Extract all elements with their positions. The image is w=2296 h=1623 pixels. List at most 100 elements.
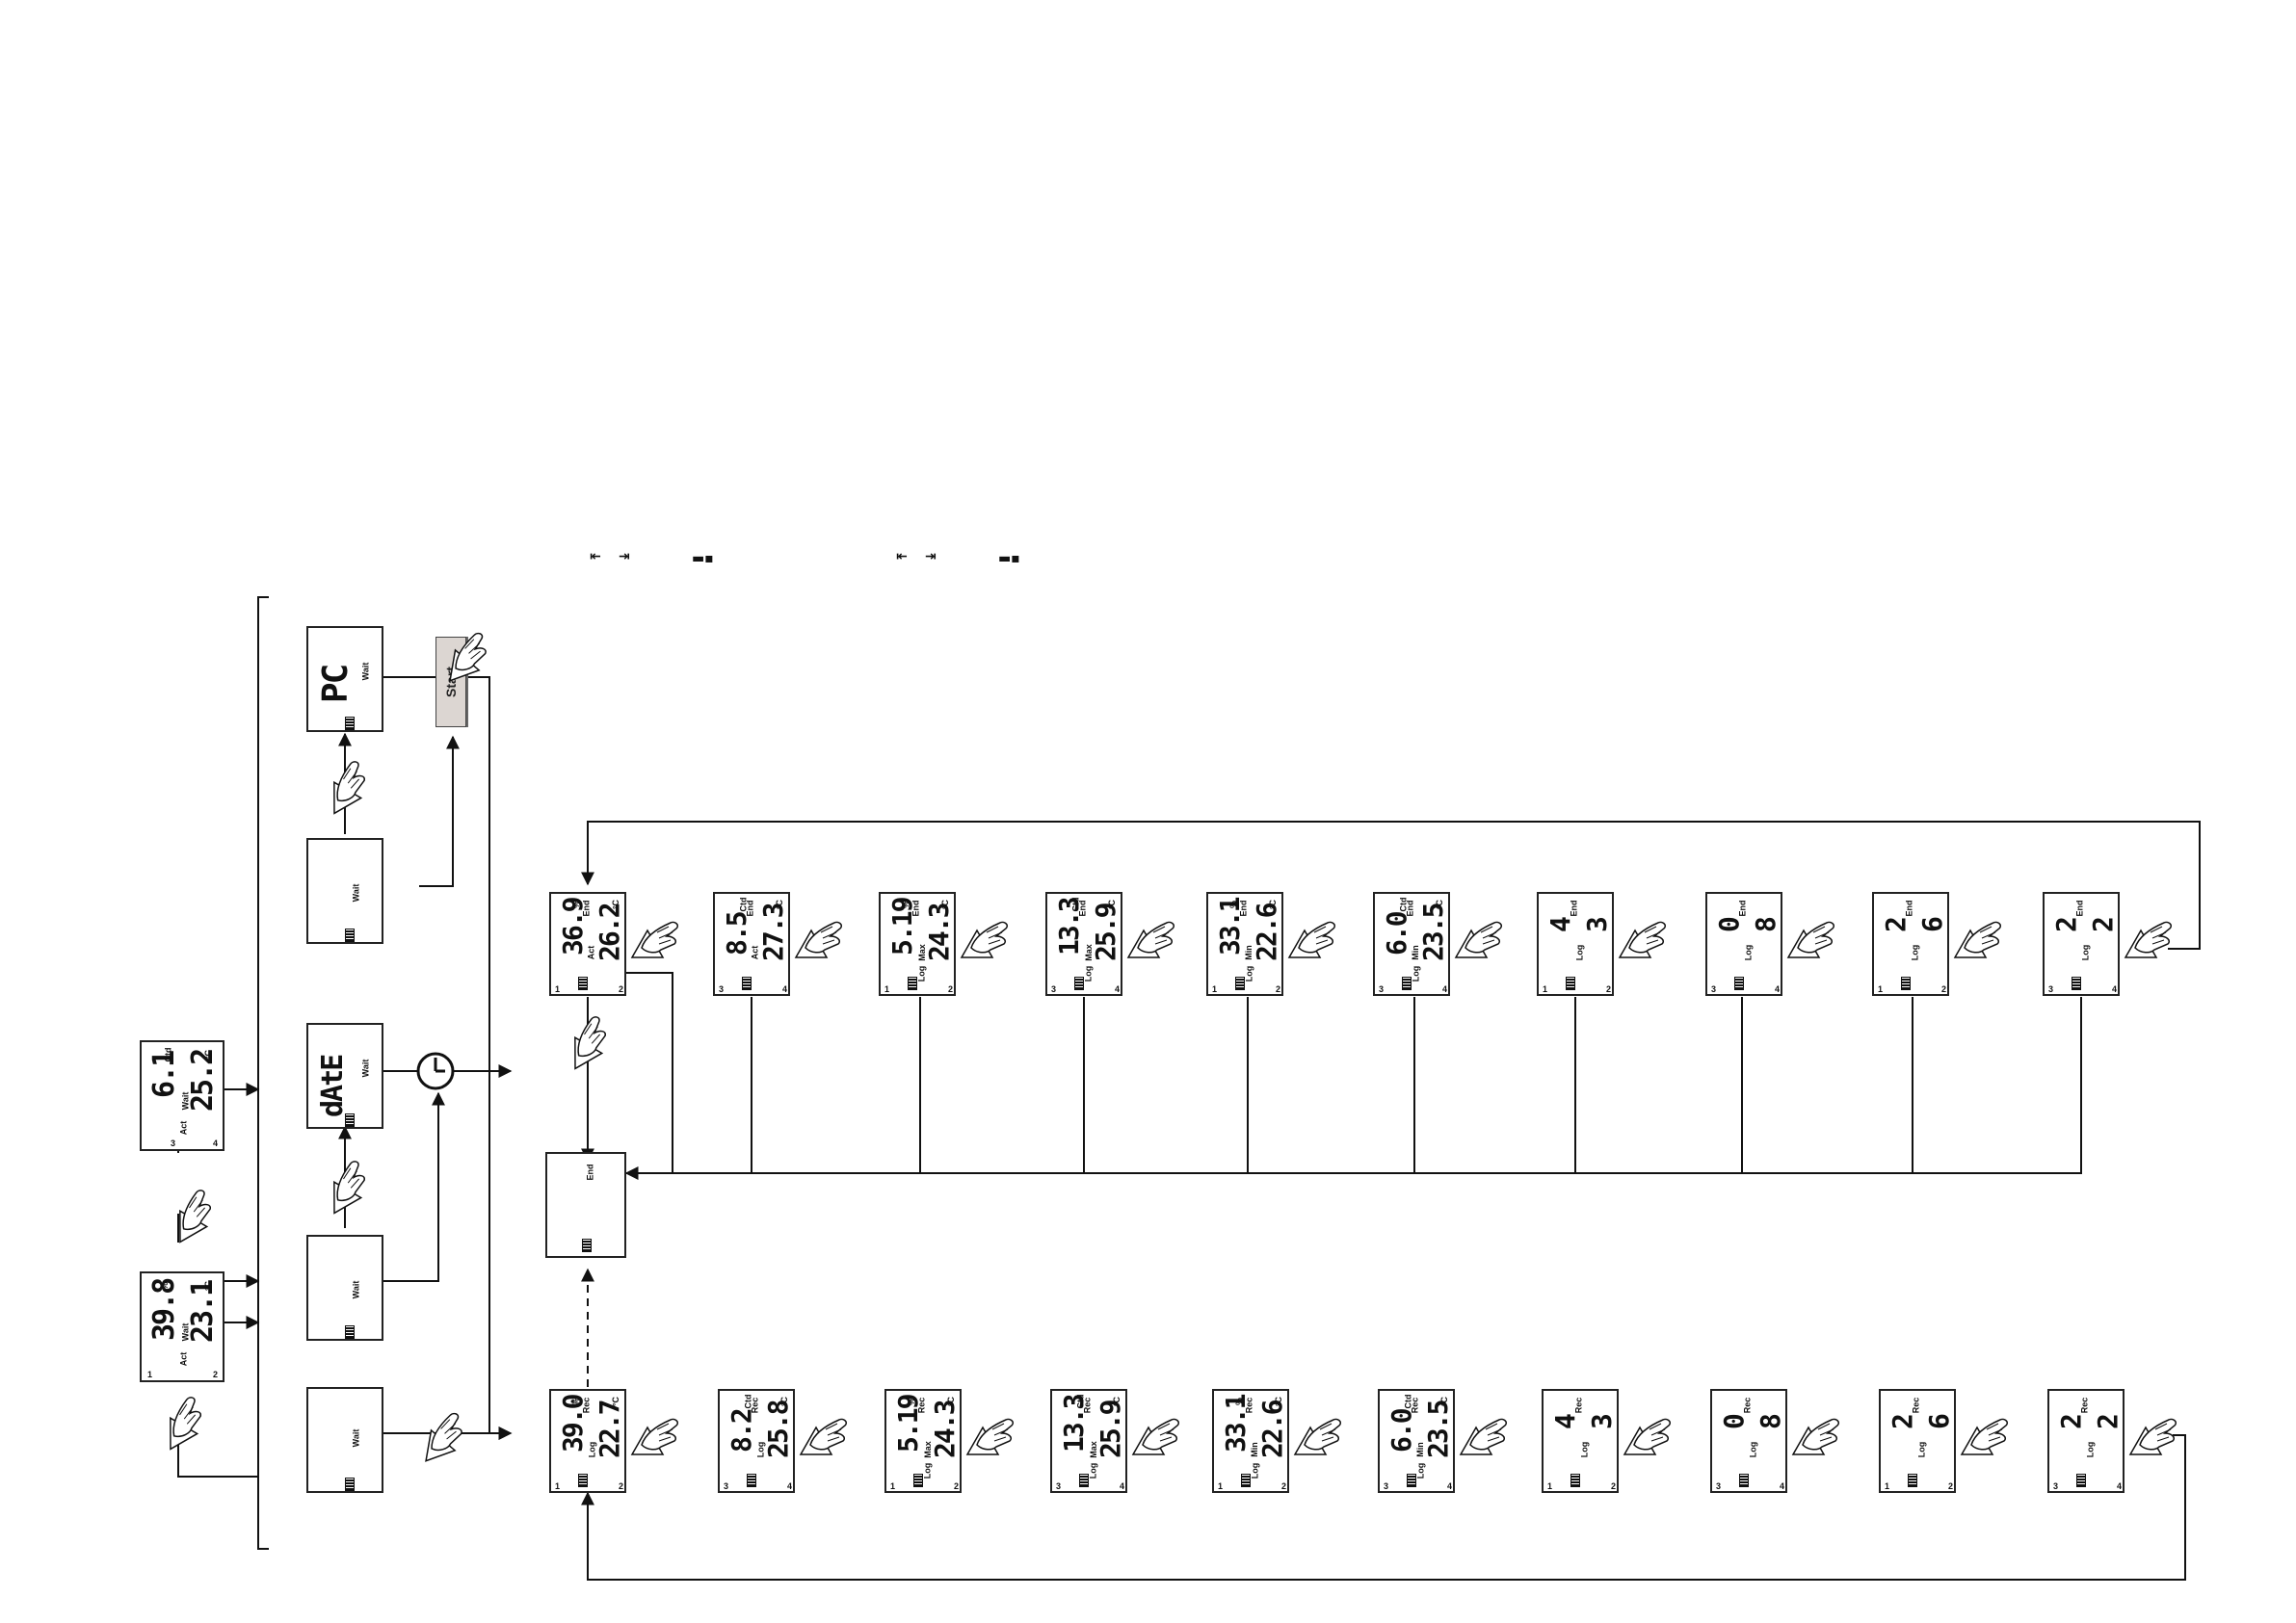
battery-icon	[1074, 977, 1084, 990]
lcd-corner-left: 3	[1379, 984, 1385, 994]
lcd-sub2-label: Log	[1083, 965, 1094, 982]
lcd-mode-label: End	[581, 900, 592, 917]
hand-press-icon[interactable]	[1129, 1412, 1187, 1465]
battery-icon	[578, 1474, 588, 1487]
lcd-sub-label: Max	[1083, 944, 1094, 961]
lcd-corner-right: 2	[1281, 1481, 1287, 1491]
lcd-corner-right: 4	[2117, 1481, 2123, 1491]
lcd-bottom-unit: °C	[775, 899, 785, 910]
lcd-pc-wait: PC Wait	[306, 626, 383, 732]
hand-press-icon[interactable]	[1452, 915, 1510, 968]
go-button-icon[interactable]	[414, 1411, 472, 1464]
go-button-icon[interactable]	[154, 1397, 212, 1451]
go-button-icon[interactable]	[318, 761, 376, 815]
hand-press-icon[interactable]	[1621, 1412, 1678, 1465]
lcd-corner-left: 3	[2048, 984, 2054, 994]
lcd-corner-right: 4	[1115, 984, 1121, 994]
lcd-top-unit: %	[907, 1397, 917, 1406]
lcd-corner-right: 4	[1775, 984, 1781, 994]
lcd-corner-right: 2	[1941, 984, 1947, 994]
hand-press-icon[interactable]	[2122, 915, 2179, 968]
lcd-mode-label: Rec	[750, 1397, 760, 1414]
battery-icon	[345, 717, 355, 730]
lcd-corner-right: 2	[1948, 1481, 1954, 1491]
lcd-corner-left: 3	[724, 1481, 729, 1491]
hand-press-icon[interactable]	[628, 1412, 686, 1465]
lcd-mode-label: End	[2074, 900, 2085, 917]
go-button-icon[interactable]	[559, 1016, 617, 1070]
hand-press-icon[interactable]	[438, 631, 496, 684]
battery-icon	[1901, 977, 1911, 990]
go-button-icon[interactable]	[318, 1161, 376, 1215]
lcd-top-unit: %	[1228, 900, 1239, 909]
lcd-mode-label: End	[745, 900, 755, 917]
skip-start-icon: ⇤	[590, 549, 601, 564]
hand-press-icon[interactable]	[164, 1190, 222, 1243]
lcd-mode-label: Rec	[1573, 1397, 1584, 1414]
hand-press-icon[interactable]	[1291, 1412, 1349, 1465]
lcd-corner-left: 1	[1547, 1481, 1553, 1491]
lcd-sub-label: Max	[916, 944, 927, 961]
hand-press-icon[interactable]	[628, 915, 686, 968]
lcd-corner-left: 3	[1051, 984, 1057, 994]
hand-press-icon[interactable]	[1285, 915, 1343, 968]
lcd-sub-label: Min	[1414, 1442, 1425, 1457]
lcd-sub2-label: Log	[1244, 965, 1254, 982]
lcd-sub2-label: Log	[1088, 1462, 1098, 1479]
lcd-bottom-unit: °C	[946, 1396, 957, 1407]
hand-press-icon[interactable]	[2126, 1412, 2184, 1465]
hand-press-icon[interactable]	[797, 1412, 855, 1465]
lcd-corner-left: 1	[1885, 1481, 1890, 1491]
lcd-sub-label: Log	[2085, 1441, 2096, 1458]
hand-press-icon[interactable]	[963, 1412, 1021, 1465]
lcd-top-value: 4	[1549, 1415, 1581, 1429]
hand-press-icon[interactable]	[1789, 1412, 1847, 1465]
lcd-sub-label: Log	[1748, 1441, 1758, 1458]
lcd-corner-left: 1	[890, 1481, 896, 1491]
hand-press-icon[interactable]	[958, 915, 1016, 968]
hand-press-icon[interactable]	[1616, 915, 1674, 968]
lcd-top-unit: %	[1234, 1397, 1245, 1406]
battery-icon	[2072, 977, 2081, 990]
lcd-mode-label: Rec	[1410, 1397, 1420, 1414]
battery-legend-icon: ▬▪	[692, 551, 714, 566]
hand-press-icon[interactable]	[1951, 915, 2009, 968]
battery-icon	[1566, 977, 1575, 990]
lcd-bottom-value: 6	[1916, 918, 1948, 932]
hand-press-icon[interactable]	[1784, 915, 1842, 968]
lcd-corner-right: 4	[787, 1481, 793, 1491]
lcd-sub2-label: Log	[1415, 1462, 1426, 1479]
lcd-sub-label: Max	[1088, 1441, 1098, 1458]
lcd-top-value: 0	[1713, 918, 1745, 932]
lcd-mode-label: Rec	[2079, 1397, 2090, 1414]
lcd-bottom-value: 22.6	[1251, 903, 1282, 961]
lcd-bottom-value: 25.8	[762, 1400, 794, 1458]
battery-icon	[582, 1239, 592, 1252]
lcd-bottom-value: 25.9	[1090, 903, 1122, 961]
lcd-mode-label: End	[1405, 900, 1415, 917]
hand-press-icon[interactable]	[1124, 915, 1182, 968]
lcd-bottom-value: 22.6	[1256, 1400, 1288, 1458]
battery-icon	[1570, 1474, 1580, 1487]
lcd-bottom-unit: °C	[611, 899, 621, 910]
lcd-bottom-value: 8	[1750, 918, 1781, 932]
lcd-date-wait: dAtE Wait	[306, 1023, 383, 1129]
lcd-mode-label: End	[1737, 900, 1748, 917]
lcd-top-value: 8.2	[726, 1409, 757, 1453]
skip-end-icon: ⇥	[925, 549, 937, 564]
lcd-top-value: 2	[1880, 918, 1912, 932]
hand-press-icon[interactable]	[792, 915, 850, 968]
hand-press-icon[interactable]	[1457, 1412, 1515, 1465]
hand-press-icon[interactable]	[1958, 1412, 2016, 1465]
loop-top	[581, 821, 2201, 950]
battery-icon	[1402, 977, 1412, 990]
lcd-sub-label: Log	[587, 1441, 597, 1458]
lcd-bottom-unit: °C	[1112, 1396, 1122, 1407]
